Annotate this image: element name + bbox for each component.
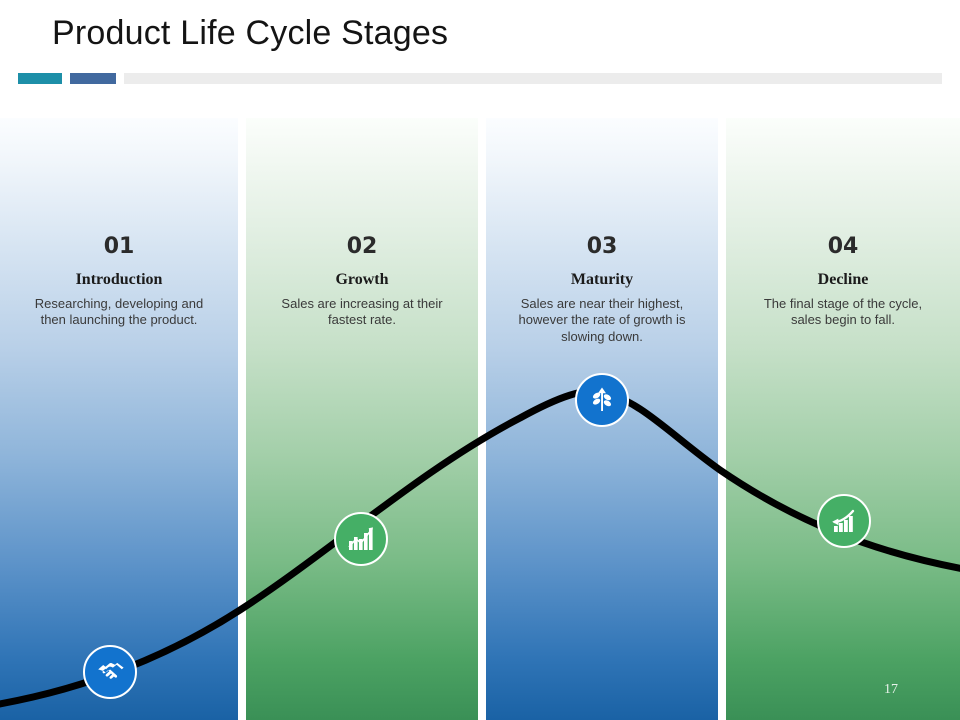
bar-chart-declining-icon <box>829 506 859 536</box>
title-rule-segment-gray <box>124 73 942 84</box>
title-rule <box>18 73 942 84</box>
stage-badge-decline[interactable] <box>817 494 871 548</box>
stage-column-growth[interactable]: 02 Growth Sales are increasing at their … <box>246 118 478 720</box>
stage-heading: Introduction <box>75 271 163 288</box>
stage-body: Researching, developing and then launchi… <box>34 295 204 328</box>
stage-body: The final stage of the cycle, sales begi… <box>763 295 923 328</box>
stage-columns: 01 Introduction Researching, developing … <box>0 118 960 720</box>
stage-badge-maturity[interactable] <box>575 373 629 427</box>
stage-text-block: 01 Introduction Researching, developing … <box>0 236 238 329</box>
bar-chart-rising-icon <box>346 524 376 554</box>
page-number: 17 <box>884 682 898 697</box>
title-rule-gap <box>62 73 70 84</box>
title-rule-segment-blue <box>70 73 116 84</box>
stage-badge-growth[interactable] <box>334 512 388 566</box>
stage-badge-introduction[interactable] <box>83 645 137 699</box>
stage-number: 03 <box>586 234 618 259</box>
stage-text-block: 03 Maturity Sales are near their highest… <box>486 236 718 345</box>
stage-heading: Decline <box>817 271 869 288</box>
title-rule-segment-teal <box>18 73 62 84</box>
stage-text-block: 02 Growth Sales are increasing at their … <box>246 236 478 329</box>
stage-number: 04 <box>827 234 859 259</box>
stage-body: Sales are increasing at their fastest ra… <box>281 295 443 328</box>
stage-text-block: 04 Decline The final stage of the cycle,… <box>726 236 960 329</box>
handshake-icon <box>94 656 126 688</box>
stage-heading: Maturity <box>570 271 634 288</box>
stage-number: 01 <box>103 234 135 259</box>
stage-heading: Growth <box>335 271 389 288</box>
stage-column-decline[interactable]: 04 Decline The final stage of the cycle,… <box>726 118 960 720</box>
stage-column-introduction[interactable]: 01 Introduction Researching, developing … <box>0 118 238 720</box>
plant-sprout-icon <box>586 384 618 416</box>
page-title: Product Life Cycle Stages <box>52 14 449 52</box>
stage-body: Sales are near their highest, however th… <box>518 295 686 344</box>
stage-number: 02 <box>346 234 378 259</box>
